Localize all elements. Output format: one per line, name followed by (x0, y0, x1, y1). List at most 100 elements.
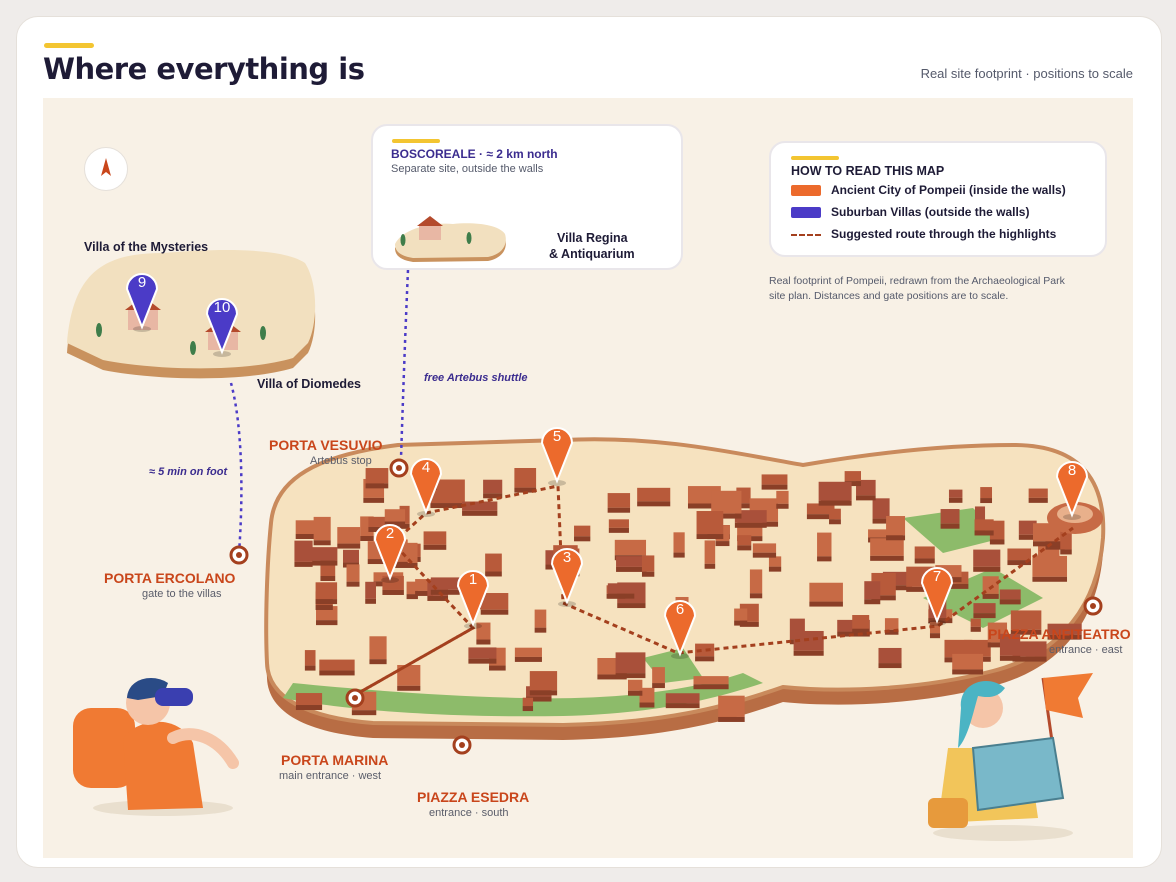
gate-ring-icon (389, 458, 409, 478)
walk-connector (229, 382, 243, 554)
traveler-map-illustration (928, 673, 1093, 841)
pin-11-label[interactable]: 11 (423, 194, 439, 211)
pin-10-label[interactable]: 10 (213, 299, 231, 316)
building-block (514, 468, 537, 493)
gate-anfiteatro-name[interactable]: PIAZZA ANFITEATRO (988, 626, 1131, 642)
pin-1-label[interactable]: 1 (468, 571, 478, 588)
pin-5-label[interactable]: 5 (552, 428, 562, 445)
building-block (737, 535, 752, 551)
building-block (952, 653, 984, 675)
building-block (397, 664, 421, 691)
building-block (818, 481, 852, 506)
credit-line-2: site plan. Distances and gate positions … (769, 290, 1009, 302)
gate-marina-name[interactable]: PORTA MARINA (281, 752, 389, 768)
legend-title: HOW TO READ THIS MAP (791, 164, 945, 178)
building-block (337, 527, 361, 549)
boscoreale-callout: BOSCOREALE · ≈ 2 km north Separate site,… (371, 124, 683, 270)
pin-4-label[interactable]: 4 (421, 459, 431, 476)
page-title: Where everything is (43, 52, 365, 86)
building-block (973, 549, 1001, 572)
legend-swatch-route (791, 234, 821, 236)
building-block (607, 493, 631, 513)
gate-ring-icon (229, 545, 249, 565)
gate-markers (229, 458, 1103, 755)
building-block (776, 490, 789, 509)
building-block (628, 679, 643, 696)
city-buildings (294, 468, 1103, 722)
villas-plateau (67, 250, 316, 379)
traveler-binoculars-illustration (73, 678, 239, 816)
gate-esedra-name[interactable]: PIAZZA ESEDRA (417, 789, 530, 805)
boscoreale-villa-line2: & Antiquarium (549, 247, 635, 261)
callout-accent-bar (392, 139, 440, 143)
building-block (468, 647, 497, 664)
building-block (423, 531, 447, 550)
gate-ring-icon (452, 735, 472, 755)
credit-line-1: Real footprint of Pompeii, redrawn from … (769, 275, 1065, 287)
building-block (313, 516, 331, 546)
building-block (752, 543, 777, 558)
legend-item-route: Suggested route through the highlights (831, 227, 1057, 241)
building-block (574, 525, 591, 542)
building-block (608, 519, 629, 533)
building-block (1032, 555, 1068, 582)
building-block (485, 553, 502, 577)
building-block (1060, 528, 1072, 555)
building-block (384, 509, 406, 527)
pin-3-label[interactable]: 3 (562, 549, 572, 566)
building-block (749, 569, 763, 599)
pin-8-label[interactable]: 8 (1067, 462, 1077, 479)
building-block (793, 630, 824, 656)
building-block (948, 489, 963, 503)
title-accent-bar (44, 43, 94, 48)
map-pin-icon (663, 600, 697, 659)
map-pin-icon (550, 548, 584, 607)
building-block (768, 556, 782, 572)
pin-2-label[interactable]: 2 (385, 525, 395, 542)
legend-swatch-villas (791, 207, 821, 218)
building-block (304, 650, 316, 671)
map-pin-icon (1055, 461, 1089, 520)
gate-marina-sub: main entrance · west (279, 770, 382, 782)
building-block (365, 581, 376, 604)
walk-note: ≈ 5 min on foot (149, 466, 228, 478)
villa-mysteries-label: Villa of the Mysteries (84, 240, 209, 254)
building-block (852, 615, 870, 634)
building-block (829, 508, 841, 525)
map-pin-icon (540, 427, 574, 486)
pin-9-label[interactable]: 9 (137, 274, 147, 291)
boscoreale-subtitle: Separate site, outside the walls (391, 163, 544, 175)
building-block (914, 546, 935, 564)
building-block (319, 659, 355, 676)
building-block (734, 608, 748, 626)
map-canvas[interactable]: BOSCOREALE · ≈ 2 km north Separate site,… (43, 98, 1133, 858)
building-block (864, 581, 881, 605)
gate-vesuvio-name[interactable]: PORTA VESUVIO (269, 437, 383, 453)
building-block (695, 643, 715, 662)
legend-item-villas: Suburban Villas (outside the walls) (831, 205, 1030, 219)
building-block (999, 589, 1021, 605)
building-block (476, 622, 491, 645)
building-block (872, 498, 890, 524)
building-block (844, 471, 862, 487)
map-pin-icon (205, 298, 239, 357)
pin-6-label[interactable]: 6 (675, 601, 685, 618)
legend-swatch-city (791, 185, 821, 196)
pin-7-label[interactable]: 7 (932, 568, 942, 585)
gate-vesuvio-sub: Artebus stop (310, 455, 372, 467)
building-block (761, 474, 788, 490)
building-block (718, 695, 745, 722)
gate-ercolano-name[interactable]: PORTA ERCOLANO (104, 570, 236, 586)
building-block (980, 487, 993, 504)
building-block (806, 503, 835, 520)
building-block (315, 582, 338, 605)
building-block (641, 555, 655, 577)
shuttle-note: free Artebus shuttle (424, 372, 528, 384)
building-block (1028, 488, 1048, 503)
boscoreale-title: BOSCOREALE · ≈ 2 km north (391, 147, 558, 161)
map-credit: Real footprint of Pompeii, redrawn from … (769, 274, 1065, 304)
building-block (929, 621, 941, 639)
building-block (534, 609, 547, 633)
building-block (870, 538, 904, 561)
building-block (1012, 641, 1047, 662)
